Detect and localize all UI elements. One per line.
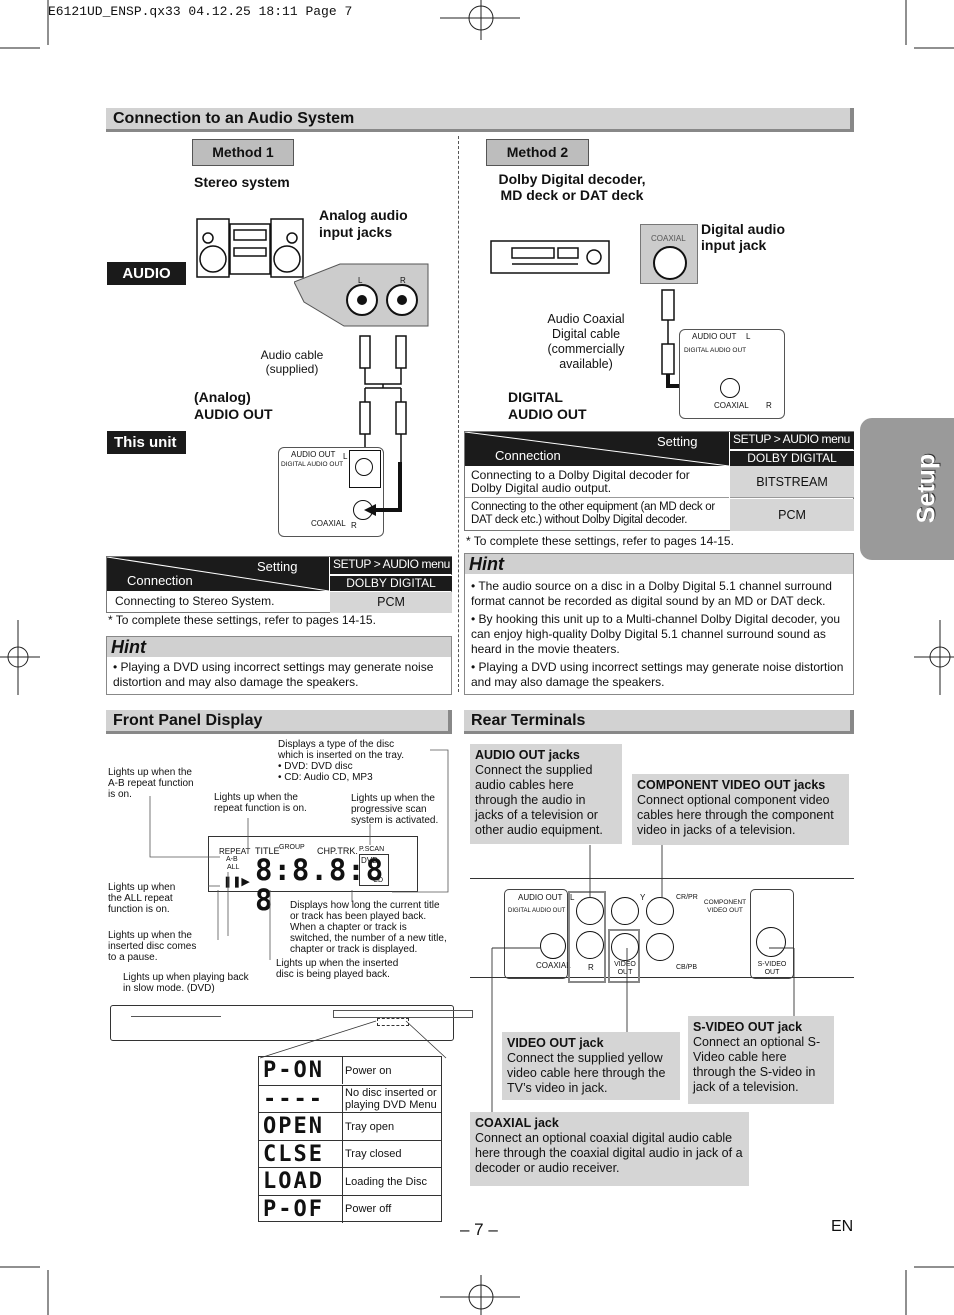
rear-svideo-jack-icon — [756, 927, 786, 957]
segment-display: LOAD — [259, 1168, 343, 1195]
coaxial-zoom: COAXIAL — [640, 224, 698, 284]
settings-table-method1: Setting Connection SETUP > AUDIO menu > … — [106, 556, 452, 613]
rear-cr-jack-icon — [646, 897, 674, 925]
audio-cable-label: Audio cable (supplied) — [260, 348, 324, 376]
divider — [458, 136, 459, 692]
jack-R-label: R — [400, 276, 406, 285]
settings-table-method2: Setting Connection SETUP > AUDIO menu > … — [464, 431, 854, 531]
hint-box-1: Hint • Playing a DVD using incorrect set… — [106, 636, 452, 695]
panel-audio-jack-icon — [355, 458, 373, 476]
segment-meaning: Loading the Disc — [345, 1175, 427, 1188]
dvd-player-front-icon — [110, 1005, 473, 1041]
segment-meaning: Power off — [345, 1203, 392, 1215]
hint1-item: • Playing a DVD using incorrect settings… — [113, 660, 434, 689]
rear-coaxial-jack-icon — [540, 933, 566, 959]
unit-panel: AUDIO OUT L DIGITAL AUDIO OUT COAXIAL R — [278, 447, 384, 537]
pause-play-icon: ❚❚▶ — [223, 876, 250, 888]
analog-audio-out-label: (Analog)AUDIO OUT — [194, 389, 273, 422]
setup-side-tab: Setup — [860, 418, 954, 560]
player-zoom-lines — [259, 1020, 447, 1059]
rear-video-jack-icon — [611, 933, 639, 961]
audio-tag: AUDIO — [107, 262, 186, 285]
jack-L-label: L — [358, 276, 363, 285]
this-unit-tag: This unit — [107, 431, 186, 454]
section-title-rear: Rear Terminals — [464, 710, 854, 734]
segment-meaning: Power on — [345, 1064, 392, 1077]
coaxial-jack-icon — [653, 246, 687, 280]
segment-meaning: Tray closed — [345, 1148, 402, 1160]
method1-label: Method 1 — [192, 139, 294, 166]
segment-meaning: No disc inserted or playing DVD Menu — [345, 1087, 437, 1111]
language-code: EN — [831, 1218, 854, 1235]
segment-display: P-ON — [259, 1057, 343, 1084]
segment-meaning: Tray open — [345, 1120, 395, 1133]
panel2-coaxial-jack-icon — [720, 378, 740, 398]
analog-jack-zoom — [294, 263, 429, 327]
table1-note: * To complete these settings, refer to p… — [108, 613, 376, 627]
hint2-item: • By hooking this unit up to a Multi-cha… — [471, 612, 841, 656]
rear-panel: AUDIO OUT DIGITAL AUDIO OUT COAXIAL L R … — [470, 878, 854, 983]
segment-display: P-OF — [259, 1195, 343, 1223]
hint2-item: • Playing a DVD using incorrect settings… — [471, 660, 844, 689]
cable-to-unit — [364, 462, 402, 516]
hint-title: Hint — [465, 554, 853, 574]
hint-title: Hint — [107, 637, 451, 657]
front-lcd-display: REPEAT TITLE GROUP CHP.TRK. P.SCAN A-B A… — [208, 836, 418, 915]
segment-display: CLSE — [259, 1140, 343, 1168]
rear-cb-jack-icon — [646, 933, 674, 961]
lcd-digits: 8:8.8:8 8 — [255, 853, 385, 917]
rear-callout-lines — [491, 845, 795, 1116]
method2-label: Method 2 — [486, 139, 589, 166]
callout-lines — [149, 749, 449, 960]
print-header: E6121UD_ENSP.qx33 04.12.25 18:11 Page 7 — [48, 4, 353, 19]
side-tab-label: Setup — [912, 453, 941, 524]
segment-display: OPEN — [259, 1113, 343, 1140]
hint2-item: • The audio source on a disc in a Dolby … — [471, 579, 832, 608]
segment-display: ---- — [259, 1085, 343, 1113]
unit-panel-2: AUDIO OUT L DIGITAL AUDIO OUT COAXIAL R — [679, 329, 785, 419]
rear-audio-R-jack-icon — [576, 931, 604, 959]
hint-box-2: Hint • The audio source on a disc in a D… — [464, 553, 854, 695]
section-title-front: Front Panel Display — [106, 710, 452, 734]
analog-jacks-label: Analog audio input jacks — [319, 207, 408, 240]
stereo-system-icon — [196, 218, 304, 278]
stereo-system-label: Stereo system — [194, 174, 290, 190]
decoder-device-icon — [490, 240, 610, 274]
page-number: – 7 – — [460, 1220, 498, 1239]
display-table-row: ----No disc inserted or playing DVD Menu — [259, 1084, 441, 1113]
rear-y-jack-icon — [611, 897, 639, 925]
table2-note: * To complete these settings, refer to p… — [466, 534, 734, 548]
dolby-device-label: Dolby Digital decoder,MD deck or DAT dec… — [498, 171, 646, 203]
section-title-audio: Connection to an Audio System — [106, 108, 854, 132]
